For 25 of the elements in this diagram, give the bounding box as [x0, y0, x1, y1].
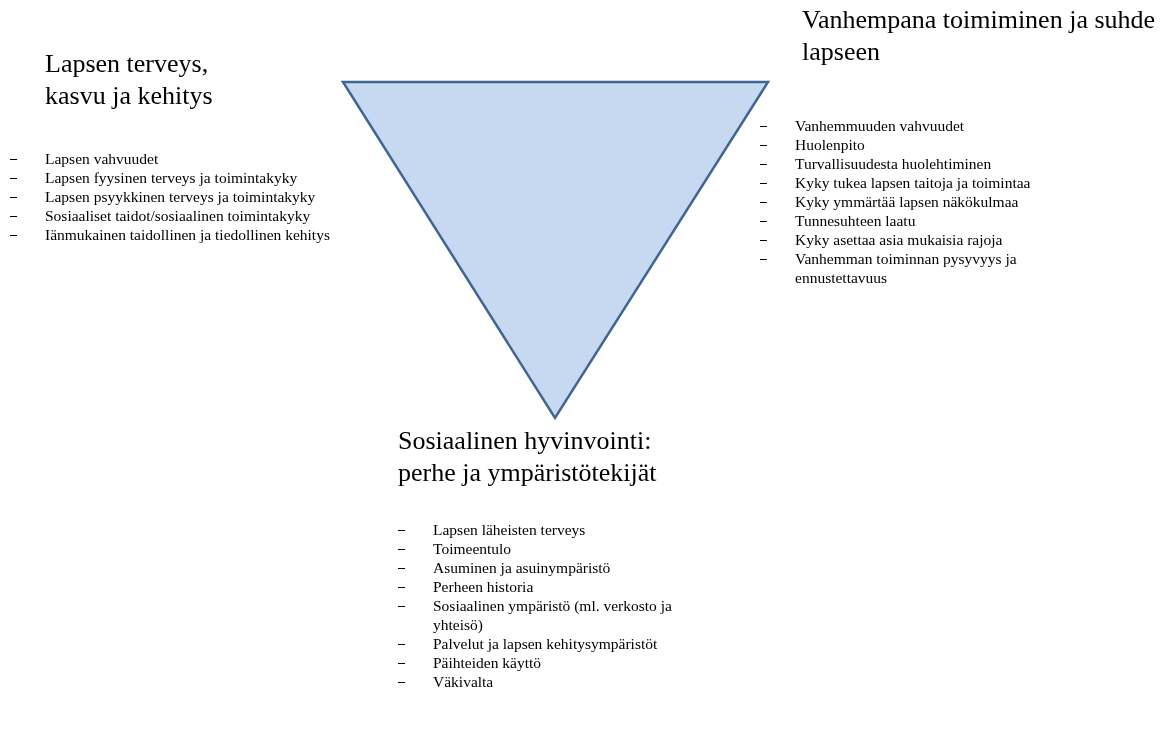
list-item: Lapsen psyykkinen terveys ja toimintakyky [45, 187, 317, 206]
list-item: Kyky asettaa asia mukaisia rajoja [795, 230, 1004, 249]
heading: Lapsen terveys, kasvu ja kehitys [45, 48, 214, 112]
list-item: Väkivalta [433, 672, 495, 691]
list-item: Vanhemmuuden vahvuudet [795, 116, 966, 135]
list-item: Vanhemman toiminnan pysyvyys ja ennustettavuus [795, 249, 1018, 287]
list-item: Palvelut ja lapsen kehitysympäristöt [433, 634, 659, 653]
heading: Vanhempana toimiminen ja suhde lapseen [802, 4, 1157, 68]
list-item: Toimeentulo [433, 539, 513, 558]
list-item: Sosiaaliset taidot/sosiaalinen toimintakyky [45, 206, 312, 225]
list-item: Turvallisuudesta huolehtiminen [795, 154, 993, 173]
list-item: Päihteiden käyttö [433, 653, 543, 672]
heading: Sosiaalinen hyvinvointi: perhe ja ympäristötekijät [398, 425, 658, 489]
list-item: Kyky ymmärtää lapsen näkökulmaa [795, 192, 1020, 211]
inverted-triangle [340, 80, 771, 421]
list-item: Kyky tukea lapsen taitoja ja toimintaa [795, 173, 1032, 192]
list-item: Tunnesuhteen laatu [795, 211, 917, 230]
list-item: Lapsen läheisten terveys [433, 520, 587, 539]
list-item: Iänmukainen taidollinen ja tiedollinen kehitys [45, 225, 331, 244]
list-item: Lapsen vahvuudet [45, 149, 160, 168]
list-item: Huolenpito [795, 135, 866, 154]
list-item: Lapsen fyysinen terveys ja toimintakyky [45, 168, 299, 187]
list-item: Asuminen ja asuinympäristö [433, 558, 612, 577]
list-item: Sosiaalinen ympäristö (ml. verkosto ja yhteisö) [433, 596, 673, 634]
list-item: Perheen historia [433, 577, 535, 596]
